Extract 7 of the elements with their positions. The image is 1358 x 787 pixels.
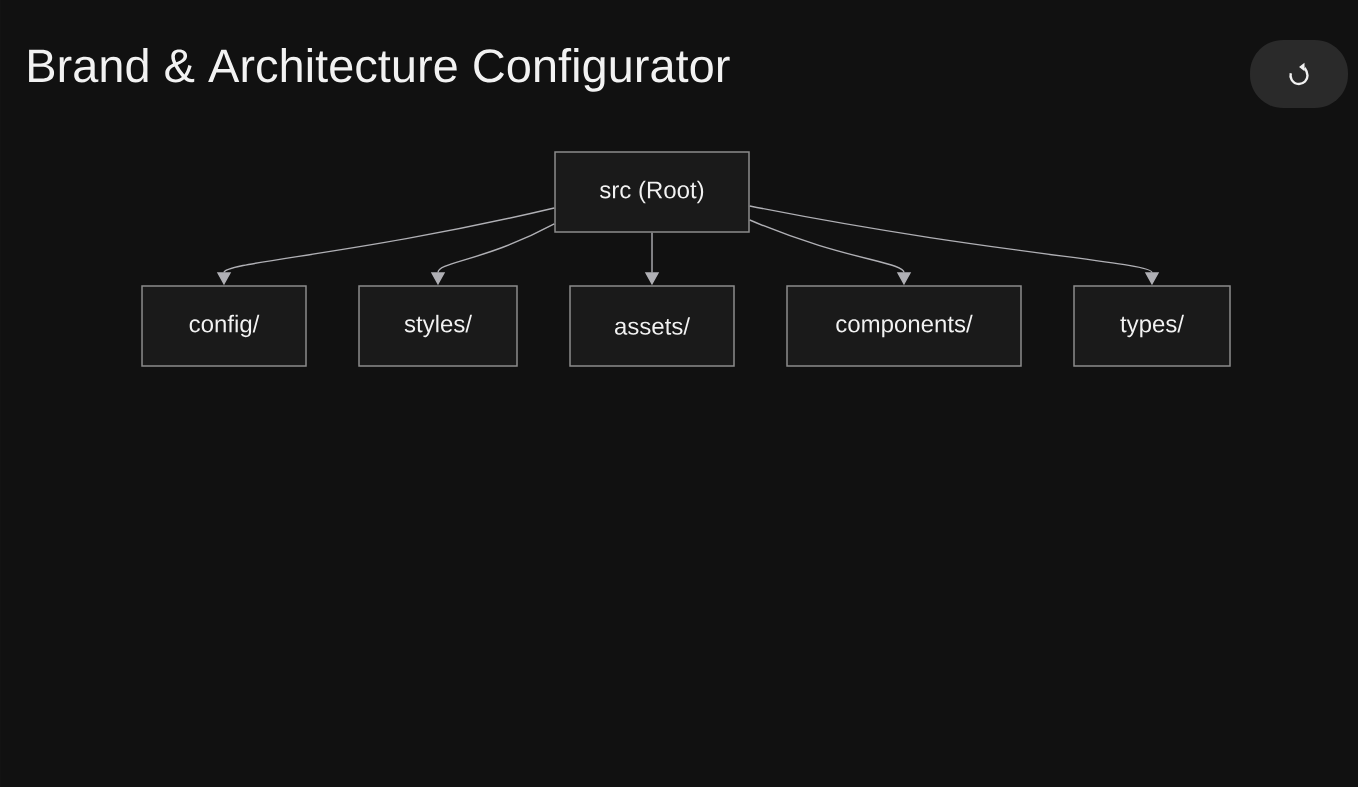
folder-box: assets/	[569, 285, 735, 367]
folder-box: src (Root)	[554, 151, 750, 233]
folder-box: config/	[141, 285, 307, 367]
folder-box: styles/	[358, 285, 518, 367]
title: Brand & Architecture Configurator	[29, 47, 730, 92]
folder-box: types/	[1073, 285, 1231, 367]
folder-box: components/	[786, 285, 1022, 367]
